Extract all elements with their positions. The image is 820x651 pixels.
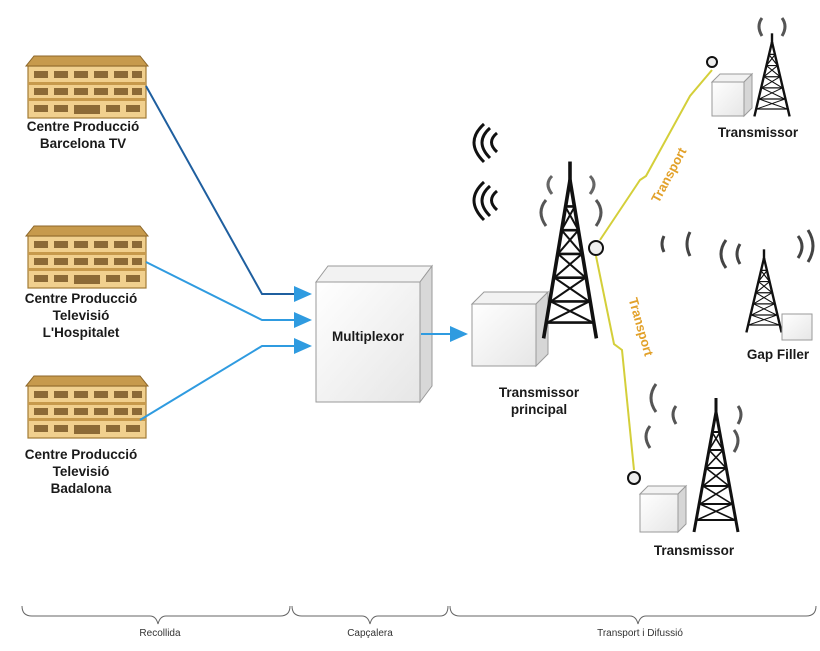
stage-label-transport: Transport i Difussió — [597, 628, 683, 639]
signal-waves-icon — [472, 122, 603, 227]
gap-filler-tower-icon — [745, 248, 783, 334]
link-source-1 — [145, 85, 312, 302]
source-3-line3: Badalona — [50, 481, 112, 496]
gap-filler-label: Gap Filler — [746, 347, 810, 362]
source-3-line2: Televisió — [52, 464, 110, 479]
stage-label-collection: Recollida — [139, 628, 181, 639]
source-1-line2: Barcelona TV — [39, 136, 127, 151]
bottom-tower-icon — [692, 396, 740, 534]
dish-icon — [627, 471, 641, 485]
main-transmitter-line2: principal — [510, 402, 568, 417]
source-2-line1: Centre Producció — [24, 291, 138, 306]
top-transmitter-box — [710, 72, 754, 118]
signal-waves-icon — [757, 17, 787, 37]
main-transmitter-line1: Transmissor — [498, 385, 580, 400]
gap-filler-box — [781, 313, 813, 341]
multiplexor-box — [315, 264, 433, 404]
source-label-3: Centre Producció Televisió Badalona — [6, 446, 156, 497]
building-icon — [25, 55, 149, 119]
signal-waves-icon — [644, 383, 743, 453]
source-label-1: Centre Producció Barcelona TV — [8, 118, 158, 152]
link-source-2 — [145, 261, 312, 328]
building-icon — [25, 225, 149, 289]
stage-label-header: Capçalera — [347, 628, 393, 639]
main-transmitter-box — [470, 290, 550, 368]
bottom-transmitter-box — [638, 484, 688, 534]
source-label-2: Centre Producció Televisió L'Hospitalet — [6, 290, 156, 341]
transport-link-upper — [599, 69, 713, 241]
source-2-line2: Televisió — [52, 308, 110, 323]
transmitter-top-label: Transmissor — [717, 125, 799, 140]
top-tower-icon — [753, 32, 791, 118]
transport-link-lower — [595, 255, 635, 471]
source-2-line3: L'Hospitalet — [42, 325, 120, 340]
stage-braces — [21, 605, 817, 625]
main-transmitter-label: Transmissor principal — [474, 384, 604, 418]
source-1-line1: Centre Producció — [26, 119, 140, 134]
source-3-line1: Centre Producció — [24, 447, 138, 462]
transmitter-bottom-label: Transmissor — [653, 543, 735, 558]
dish-icon — [706, 56, 718, 68]
building-icon — [25, 375, 149, 439]
link-source-3 — [139, 338, 312, 421]
dish-icon — [588, 240, 604, 256]
signal-waves-icon — [660, 229, 815, 269]
multiplexor-label: Multiplexor — [331, 329, 404, 344]
